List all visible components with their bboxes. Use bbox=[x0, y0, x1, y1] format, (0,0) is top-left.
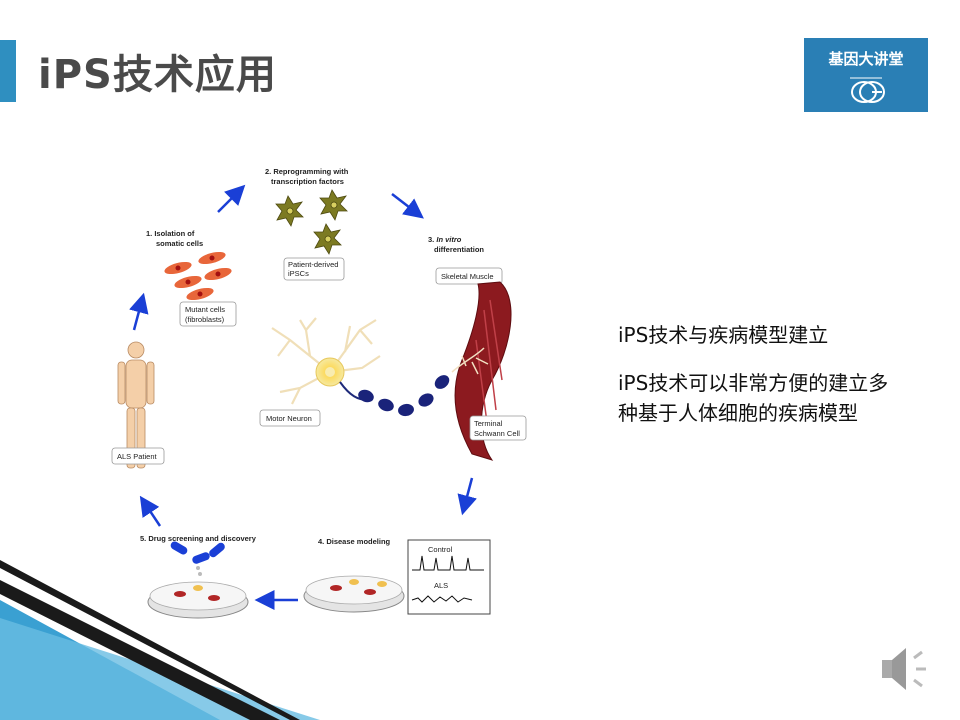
trace-als-label: ALS bbox=[434, 581, 448, 590]
box-terminal-line2: Schwann Cell bbox=[474, 429, 520, 438]
svg-text:(fibroblasts): (fibroblasts) bbox=[185, 315, 225, 324]
box-mutant-line2: (fibroblasts) bbox=[185, 315, 225, 324]
arrow-3-to-4 bbox=[457, 477, 477, 516]
step2-label-line2: transcription factors bbox=[271, 177, 344, 186]
step1-label-line1: 1. Isolation of bbox=[146, 229, 195, 238]
title-accent-bar bbox=[0, 40, 16, 102]
arrow-1-to-2 bbox=[217, 184, 246, 213]
svg-text:Skeletal Muscle: Skeletal Muscle bbox=[441, 272, 494, 281]
step3-label-num: 3. bbox=[428, 235, 434, 244]
svg-text:ALS Patient: ALS Patient bbox=[117, 452, 158, 461]
svg-text:1. Isolation of: 1. Isolation of bbox=[146, 229, 195, 238]
box-ipsc-line2: iPSCs bbox=[288, 269, 309, 278]
fibroblast-cells-icon bbox=[164, 251, 232, 301]
step5-label: 5. Drug screening and discovery bbox=[140, 534, 257, 543]
svg-text:transcription factors: transcription factors bbox=[271, 177, 344, 186]
drug-capsules-icon bbox=[170, 541, 225, 576]
speaker-icon[interactable] bbox=[876, 640, 936, 700]
trace-control-label: Control bbox=[428, 545, 453, 554]
arrow-patient-to-1 bbox=[129, 292, 149, 331]
logo-text: 基因大讲堂 bbox=[828, 50, 904, 68]
text-heading: iPS技术与疾病模型建立 bbox=[618, 323, 829, 347]
bottom-decoration bbox=[0, 560, 320, 720]
svg-text:Schwann Cell: Schwann Cell bbox=[474, 429, 520, 438]
svg-text:iPSCs: iPSCs bbox=[288, 269, 309, 278]
box-terminal-line1: Terminal bbox=[474, 419, 503, 428]
step2-label-line1: 2. Reprogramming with bbox=[265, 167, 349, 176]
nerve-terminal-icon bbox=[451, 347, 489, 375]
arrow-5-to-patient bbox=[139, 495, 162, 527]
svg-text:differentiation: differentiation bbox=[434, 245, 484, 254]
right-text-block: iPS技术与疾病模型建立 iPS技术可以非常方便的建立多种基于人体细胞的疾病模型 bbox=[618, 320, 898, 446]
disease-dish-icon bbox=[303, 575, 405, 613]
step1-label-line2: somatic cells bbox=[156, 239, 203, 248]
ips-workflow-diagram: 2. Reprogramming with transcription fact… bbox=[111, 167, 527, 619]
box-skeletal: Skeletal Muscle bbox=[441, 272, 494, 281]
svg-text:2. Reprogramming with: 2. Reprogramming with bbox=[265, 167, 349, 176]
drug-dish-icon bbox=[147, 581, 249, 619]
step3-label-line2: differentiation bbox=[434, 245, 484, 254]
logo-mark-icon bbox=[850, 77, 885, 103]
svg-text:Mutant cells: Mutant cells bbox=[185, 305, 225, 314]
svg-text:4. Disease modeling: 4. Disease modeling bbox=[318, 537, 391, 546]
box-mutant-line1: Mutant cells bbox=[185, 305, 225, 314]
ipsc-cells-icon bbox=[275, 189, 348, 255]
step4-label: 4. Disease modeling bbox=[318, 537, 391, 546]
svg-text:5. Drug screening and discover: 5. Drug screening and discovery bbox=[140, 534, 257, 543]
als-trace bbox=[411, 595, 473, 603]
box-patient: ALS Patient bbox=[117, 452, 158, 461]
control-trace bbox=[412, 555, 484, 571]
svg-text:somatic cells: somatic cells bbox=[156, 239, 203, 248]
brand-logo: 基因大讲堂 bbox=[804, 38, 928, 112]
svg-text:3. In vitro: 3. In vitro bbox=[428, 235, 462, 244]
slide-title: iPS技术应用 bbox=[38, 52, 277, 98]
step3-label-italic: In vitro bbox=[436, 235, 461, 244]
svg-text:Terminal: Terminal bbox=[474, 419, 503, 428]
svg-text:Motor Neuron: Motor Neuron bbox=[266, 414, 312, 423]
svg-text:Control: Control bbox=[428, 545, 453, 554]
skeletal-muscle-icon bbox=[454, 281, 512, 461]
svg-text:ALS: ALS bbox=[434, 581, 448, 590]
motor-neuron-icon bbox=[271, 317, 450, 417]
arrow-2-to-3 bbox=[391, 193, 424, 219]
svg-text:Patient-derived: Patient-derived bbox=[288, 260, 338, 269]
box-ipsc-line1: Patient-derived bbox=[288, 260, 338, 269]
text-body: iPS技术可以非常方便的建立多种基于人体细胞的疾病模型 bbox=[618, 371, 889, 425]
box-motor: Motor Neuron bbox=[266, 414, 312, 423]
